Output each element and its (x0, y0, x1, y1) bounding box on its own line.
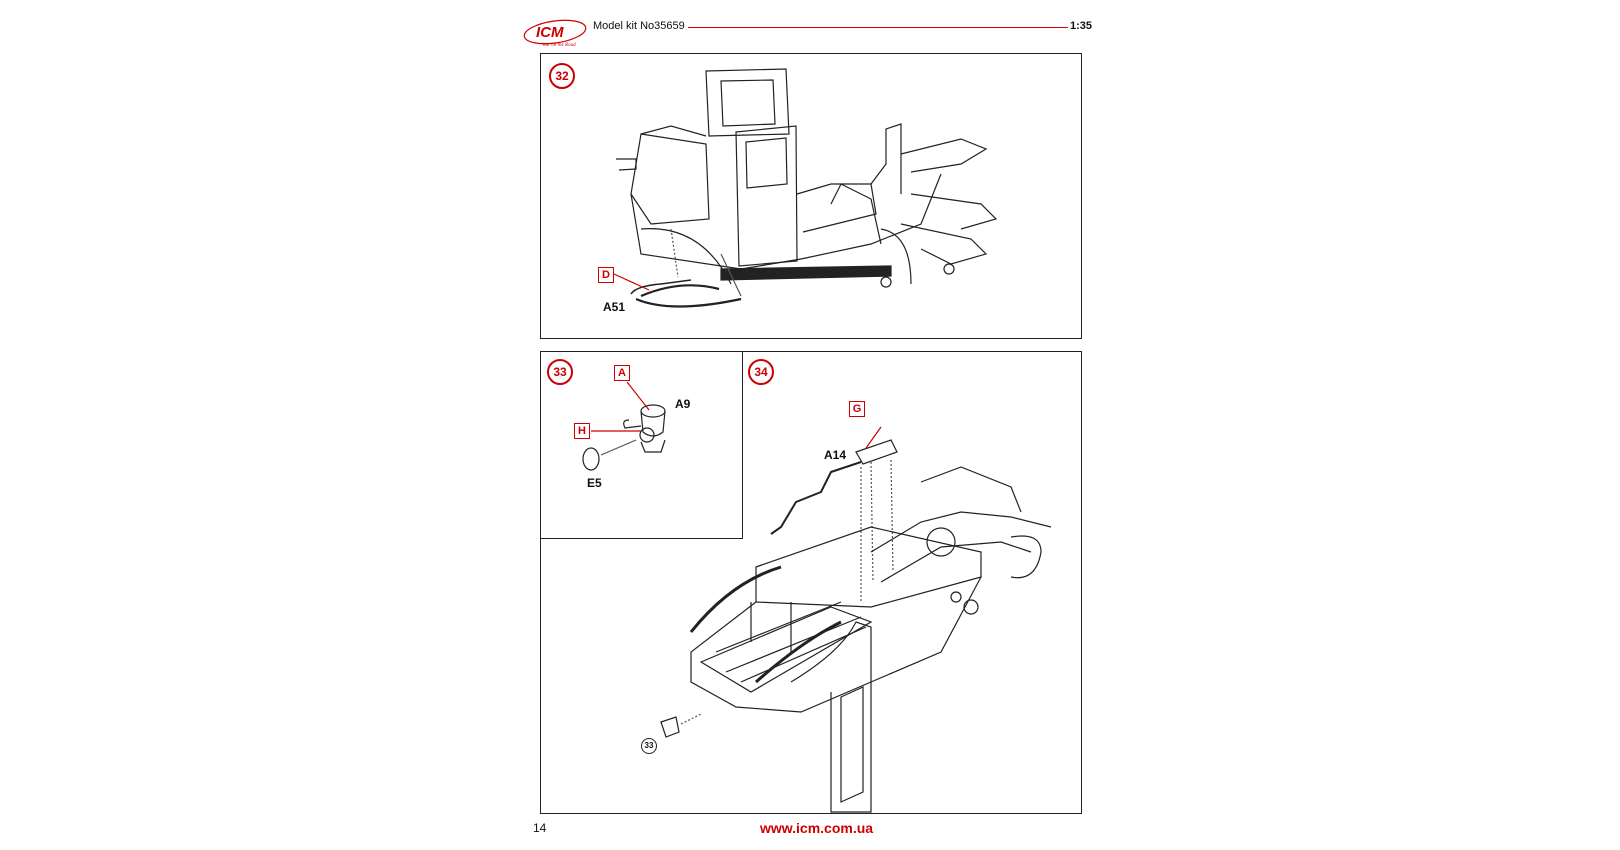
step-34-drawing (660, 426, 1052, 813)
svg-text:ICM: ICM (536, 24, 564, 41)
step-32-badge: 32 (549, 63, 575, 89)
scale-label: 1:35 (1070, 20, 1093, 32)
kit-title: Model kit No35659 (593, 20, 685, 32)
icm-logo: ICM War on the Road (522, 18, 588, 48)
part-label-e5: E5 (587, 476, 602, 490)
callout-tag-a: A (614, 365, 630, 381)
step-32-panel (540, 53, 1082, 339)
step-33-badge: 33 (547, 359, 573, 385)
callout-tag-d: D (598, 267, 614, 283)
step-34-panel (540, 351, 1082, 814)
part-label-a14: A14 (824, 448, 847, 462)
subassembly-ref-33: 33 (641, 738, 657, 754)
callout-tag-h: H (574, 423, 590, 439)
step-34-badge: 34 (748, 359, 774, 385)
svg-text:War on the Road: War on the Road (542, 43, 576, 48)
header-rule (688, 27, 1068, 28)
callout-tag-g: G (849, 401, 865, 417)
page-number: 14 (533, 821, 547, 835)
step-32-drawing (613, 68, 998, 308)
website-link[interactable]: www.icm.com.ua (760, 820, 874, 836)
part-label-a51: A51 (603, 300, 626, 314)
step-33-drawing (582, 381, 666, 471)
step-33-panel (540, 351, 743, 539)
part-label-a9: A9 (675, 397, 691, 411)
